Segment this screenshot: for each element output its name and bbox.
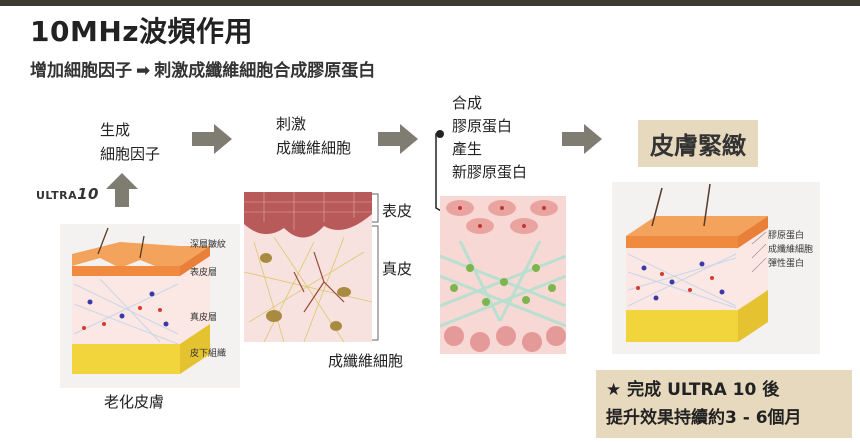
- firm-skin-illustration: [612, 182, 820, 354]
- aging-skin-illustration: [60, 224, 240, 388]
- subtitle-right: 刺激成纖維細胞合成膠原蛋白: [154, 61, 376, 81]
- label-epidermis: 表皮: [382, 202, 413, 220]
- step3-line2: 膠原蛋白: [452, 117, 513, 135]
- collagen-illustration: [440, 196, 566, 354]
- label-subcutaneous-layer: 皮下組織: [190, 349, 227, 359]
- layer-bracket-icon: [372, 193, 379, 341]
- step3-line1: 合成: [452, 94, 483, 112]
- up-arrow-icon: [106, 173, 138, 207]
- step3-label: 合成 膠原蛋白 產生 新膠原蛋白: [452, 92, 527, 184]
- flow-arrow-icon: [378, 124, 418, 154]
- step3-line3: 產生: [452, 140, 483, 158]
- flow-arrow-icon: [192, 124, 232, 154]
- label-dermis: 真皮: [382, 260, 413, 278]
- subtitle-arrow-icon: ➡: [136, 61, 151, 81]
- page-subtitle: 增加細胞因子➡刺激成纖維細胞合成膠原蛋白: [30, 56, 375, 81]
- label-fibroblast-right: 成纖維細胞: [768, 245, 814, 255]
- step2-label: 刺激 成纖維細胞: [276, 112, 351, 160]
- result-box: ★ 完成 ULTRA 10 後 提升效果持續約3 - 6個月: [596, 370, 852, 438]
- step1-line1: 生成: [100, 121, 131, 139]
- result-tag: 皮膚緊緻: [638, 120, 758, 167]
- step1-line2: 細胞因子: [100, 145, 161, 163]
- label-deep-wrinkle: 深層皺紋: [190, 240, 227, 250]
- subtitle-left: 增加細胞因子: [30, 61, 132, 81]
- label-dermis-layer: 真皮層: [190, 313, 218, 323]
- result-line2: 提升效果持續約3 - 6個月: [606, 408, 802, 428]
- page-title: 10MHz波頻作用: [30, 15, 254, 48]
- label-fibroblast: 成纖維細胞: [328, 352, 404, 370]
- ultra10-logo: ULTRA10: [36, 185, 99, 203]
- ultra-logo-suffix: 10: [77, 185, 99, 203]
- label-epidermis-layer: 表皮層: [190, 268, 218, 278]
- step3-line4: 新膠原蛋白: [452, 163, 528, 181]
- ultra-logo-prefix: ULTRA: [36, 189, 78, 202]
- flow-arrow-icon: [562, 124, 602, 154]
- top-bar: [0, 0, 860, 6]
- fibroblast-illustration: [244, 192, 372, 342]
- aging-skin-caption: 老化皮膚: [104, 393, 165, 411]
- step2-line1: 刺激: [276, 115, 307, 133]
- result-line1: ★ 完成 ULTRA 10 後: [606, 380, 780, 400]
- label-collagen: 膠原蛋白: [768, 231, 805, 241]
- label-elastin: 彈性蛋白: [768, 259, 805, 269]
- step2-line2: 成纖維細胞: [276, 139, 352, 157]
- step1-label: 生成 細胞因子: [100, 118, 160, 166]
